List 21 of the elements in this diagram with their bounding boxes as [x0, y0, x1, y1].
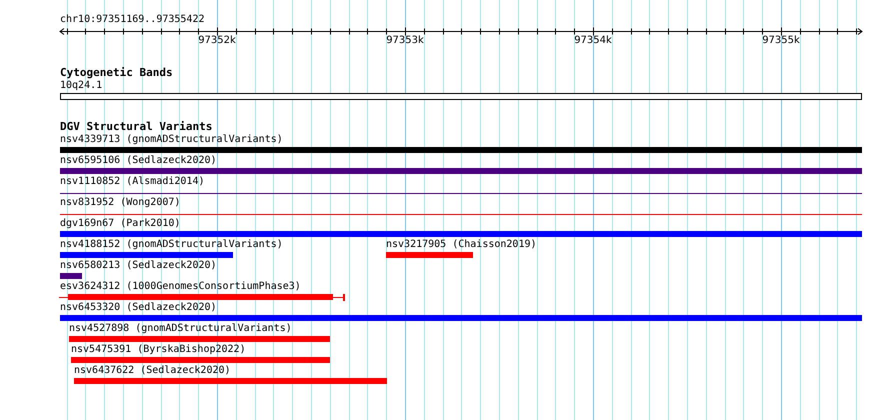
tick-label: 97352k: [198, 35, 236, 47]
variant-label: nsv831952 (Wong2007): [60, 197, 180, 209]
variant-label: nsv6453320 (Sedlazeck2020): [60, 302, 217, 314]
tick-label: 97353k: [386, 35, 424, 47]
variant-label: nsv4339713 (gnomADStructuralVariants): [60, 134, 283, 146]
coordinate-range-label: chr10:97351169..97355422: [60, 14, 204, 26]
variant-label: esv3624312 (1000GenomesConsortiumPhase3): [60, 281, 301, 293]
variant-label: nsv3217905 (Chaisson2019): [386, 239, 537, 251]
variant-label: nsv4188152 (gnomADStructuralVariants): [60, 239, 283, 251]
tick-label: 97355k: [762, 35, 800, 47]
band-label: 10q24.1: [60, 80, 102, 92]
variant-label: nsv5475391 (ByrskaBishop2022): [71, 344, 246, 356]
tick-label: 97354k: [574, 35, 612, 47]
variant-label: dgv169n67 (Park2010): [60, 218, 180, 230]
variant-label: nsv6437622 (Sedlazeck2020): [74, 365, 231, 377]
variant-label: nsv6595106 (Sedlazeck2020): [60, 155, 217, 167]
variant-label: nsv4527898 (gnomADStructuralVariants): [69, 323, 292, 335]
track-title: Cytogenetic Bands: [60, 67, 173, 79]
variant-label: nsv1110852 (Alsmadi2014): [60, 176, 204, 188]
variant-label: nsv6580213 (Sedlazeck2020): [60, 260, 217, 272]
track-title: DGV Structural Variants: [60, 121, 212, 133]
